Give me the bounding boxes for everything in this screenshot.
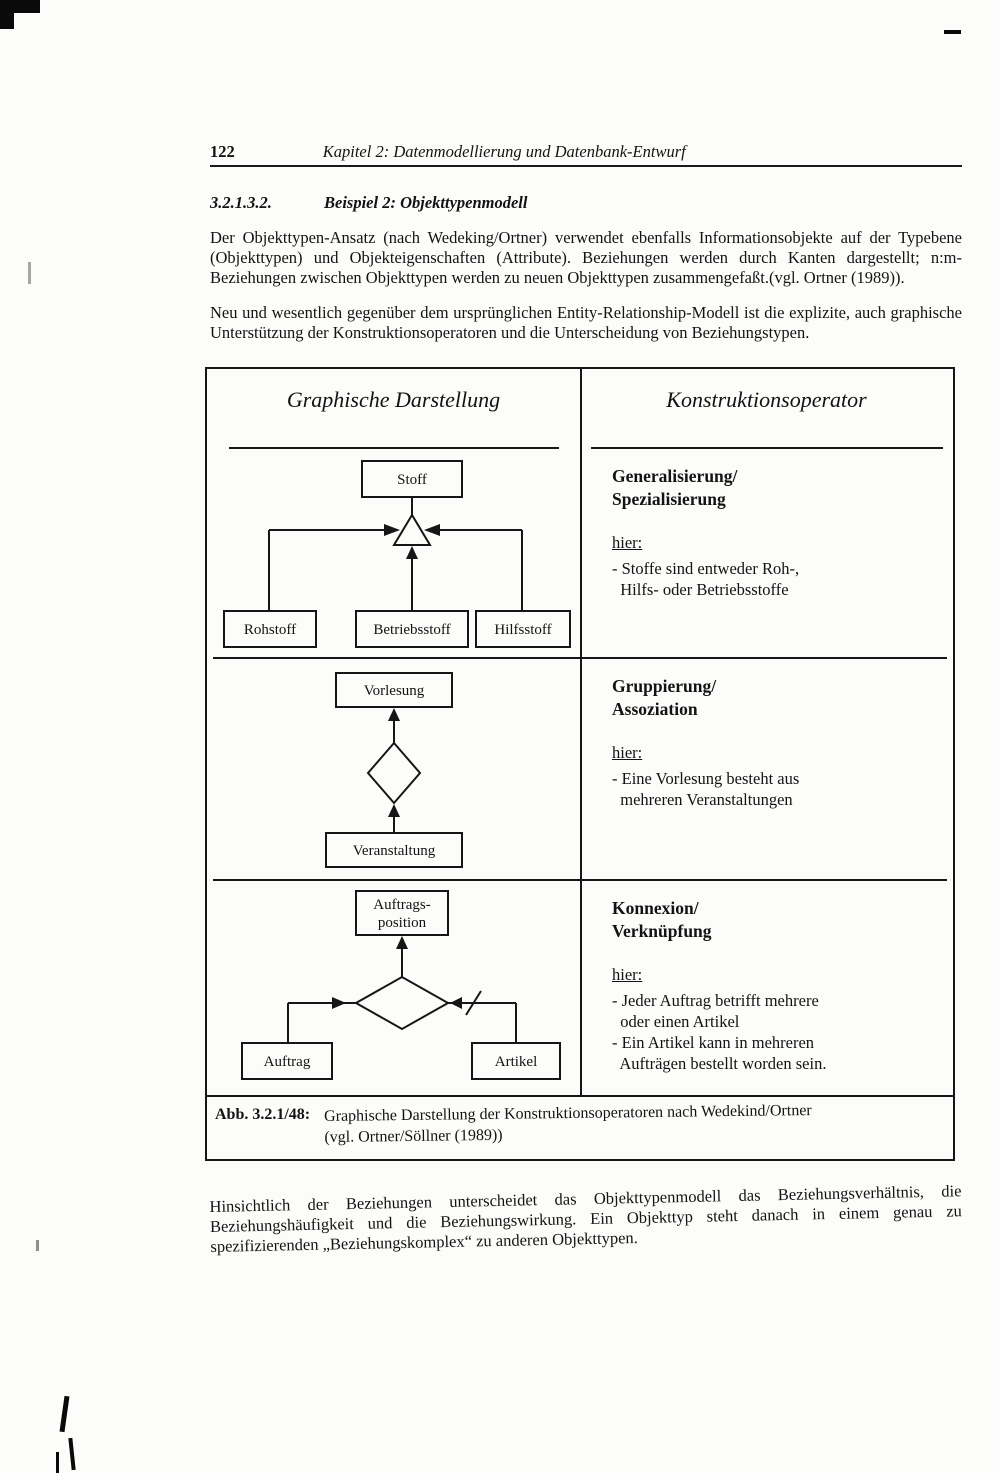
column-divider (580, 369, 582, 1095)
figure-box: Graphische Darstellung Konstruktionsoper… (205, 367, 955, 1161)
operator-note: - Ein Artikel kann in mehreren (612, 1033, 815, 1052)
scan-artifact (0, 13, 14, 29)
section-number: 3.2.1.3.2. (210, 193, 272, 212)
hier-label: hier: (612, 743, 643, 762)
connexion-diagram: Auftrags- position Auftrag Artikel (240, 890, 561, 1080)
operator-note: - Stoffe sind entweder Roh-, (612, 559, 800, 578)
connexion-diamond-symbol (353, 975, 450, 1031)
section-title: Beispiel 2: Objekttypenmodell (324, 193, 528, 212)
operator-title: Generalisierung/ (612, 466, 738, 486)
page-number: 122 (210, 142, 235, 161)
figure-main: Graphische Darstellung Konstruktionsoper… (207, 369, 953, 1095)
operator-note: - Eine Vorlesung besteht aus (612, 769, 800, 788)
paragraph-3: Hinsichtlich der Beziehungen unterscheid… (209, 1181, 963, 1256)
association-diagram: Vorlesung Veranstaltung (324, 672, 463, 868)
arrow-up-icon (405, 546, 418, 559)
figure-header-row: Graphische Darstellung Konstruktionsoper… (207, 369, 953, 449)
entity-box-rohstoff (222, 610, 317, 648)
figure-row-generalisierung: Stoff Rohstoff Betriebsstoff Hilfsstoff … (207, 449, 953, 657)
hier-label: hier: (612, 533, 643, 552)
operator-title: Verknüpfung (612, 921, 712, 941)
hier-label: hier: (612, 965, 643, 984)
arrow-right-icon (331, 997, 346, 1009)
entity-box-hilfsstoff (474, 610, 571, 648)
label-stoff: Stoff (397, 472, 427, 488)
operator-note: mehreren Veranstaltungen (612, 790, 793, 809)
operator-title: Assoziation (612, 699, 698, 719)
scan-artifact (68, 1437, 76, 1471)
entity-box-betriebsstoff (354, 610, 469, 648)
operator-note: Hilfs- oder Betriebsstoffe (612, 580, 789, 599)
scan-artifact (36, 1240, 39, 1251)
label-rohstoff: Rohstoff (243, 622, 295, 638)
arrow-up-icon (387, 708, 400, 721)
arrow-left-icon (423, 524, 440, 536)
column-header-konstruktionsoperator: Konstruktionsoperator (590, 387, 943, 449)
scan-artifact (0, 0, 40, 13)
page-content: 122 Kapitel 2: Datenmodellierung und Dat… (205, 142, 963, 1257)
scan-artifact (944, 30, 961, 34)
page-header: 122 Kapitel 2: Datenmodellierung und Dat… (210, 142, 962, 167)
label-artikel: Artikel (494, 1054, 537, 1070)
figure-row-gruppierung: Vorlesung Veranstaltung Gruppierung/ Ass… (207, 659, 953, 879)
column-header-graphische-darstellung: Graphische Darstellung (228, 387, 559, 449)
section-heading: 3.2.1.3.2. Beispiel 2: Objekttypenmodell (210, 193, 962, 213)
figure-caption-label: Abb. 3.2.1/48: (215, 1106, 311, 1123)
scan-artifact (56, 1452, 59, 1473)
generalization-diagram: Stoff Rohstoff Betriebsstoff Hilfsstoff (222, 460, 571, 648)
label-veranstaltung: Veranstaltung (352, 843, 435, 859)
arrow-left-icon (449, 997, 462, 1009)
operator-title: Konnexion/ (612, 898, 699, 918)
label-vorlesung: Vorlesung (363, 683, 424, 699)
entity-box-auftrag (240, 1042, 333, 1080)
paragraph-2: Neu und wesentlich gegenüber dem ursprün… (210, 303, 962, 342)
entity-box-vorlesung (334, 672, 453, 708)
arrow-up-icon (387, 804, 400, 817)
cardinality-slash-mark (464, 990, 482, 1016)
association-diamond-symbol (366, 741, 421, 805)
running-title: Kapitel 2: Datenmodellierung und Datenba… (322, 142, 686, 161)
label-position: position (377, 915, 426, 931)
generalization-triangle-symbol (391, 513, 432, 546)
entity-box-veranstaltung (324, 832, 463, 868)
arrow-right-icon (383, 524, 400, 536)
operator-title: Spezialisierung (612, 489, 726, 509)
paragraph-1: Der Objekttypen-Ansatz (nach Wedeking/Or… (210, 228, 962, 287)
operator-note: - Jeder Auftrag betrifft mehrere (612, 991, 819, 1010)
label-hilfsstoff: Hilfsstoff (494, 622, 551, 638)
figure-row-konnexion: Auftrags- position Auftrag Artikel Konne… (207, 881, 953, 1095)
scan-artifact (28, 262, 31, 284)
operator-note: Aufträgen bestellt worden sein. (612, 1054, 827, 1073)
figure-caption: Abb. 3.2.1/48: Graphische Darstellung de… (207, 1095, 953, 1159)
arrow-up-icon (395, 936, 408, 949)
scan-artifact (59, 1395, 70, 1433)
operator-title: Gruppierung/ (612, 676, 717, 696)
operator-note: oder einen Artikel (612, 1012, 740, 1031)
entity-box-auftragsposition (354, 890, 449, 936)
entity-box-artikel (470, 1042, 561, 1080)
label-auftrag: Auftrag (263, 1054, 310, 1070)
label-betriebsstoff: Betriebsstoff (373, 622, 450, 638)
label-auftrags: Auftrags- (373, 897, 430, 913)
